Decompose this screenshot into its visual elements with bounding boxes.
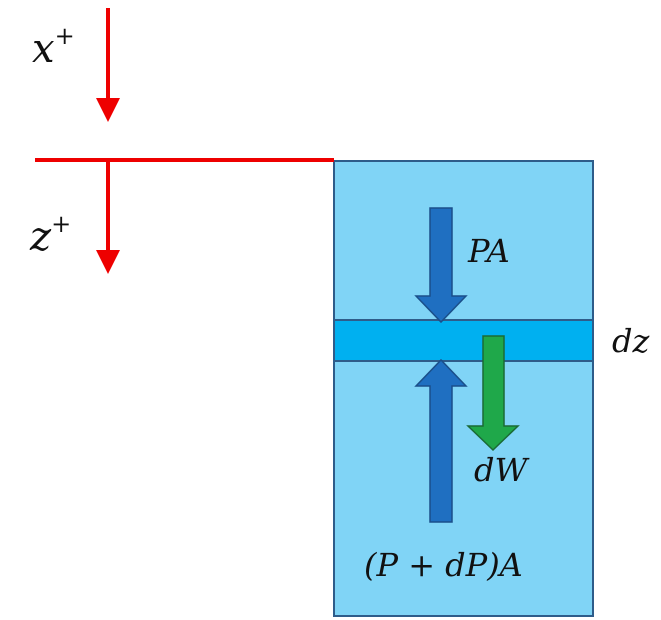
weight-arrow [466,335,520,452]
x-axis-arrow [96,8,120,122]
z-axis-label: z+ [29,210,71,260]
x-axis-label: x+ [32,22,75,72]
pressure-bottom-arrow [414,358,468,523]
fluid-slice [333,319,594,362]
z-axis-arrow [96,160,120,274]
pressure-bottom-label: (P + dP)A [364,546,523,584]
pressure-top-label: PA [467,232,510,270]
slice-thickness-label: dz [612,322,650,360]
fluid-column [333,160,594,617]
pressure-top-arrow [414,207,468,324]
weight-label: dW [474,451,530,489]
